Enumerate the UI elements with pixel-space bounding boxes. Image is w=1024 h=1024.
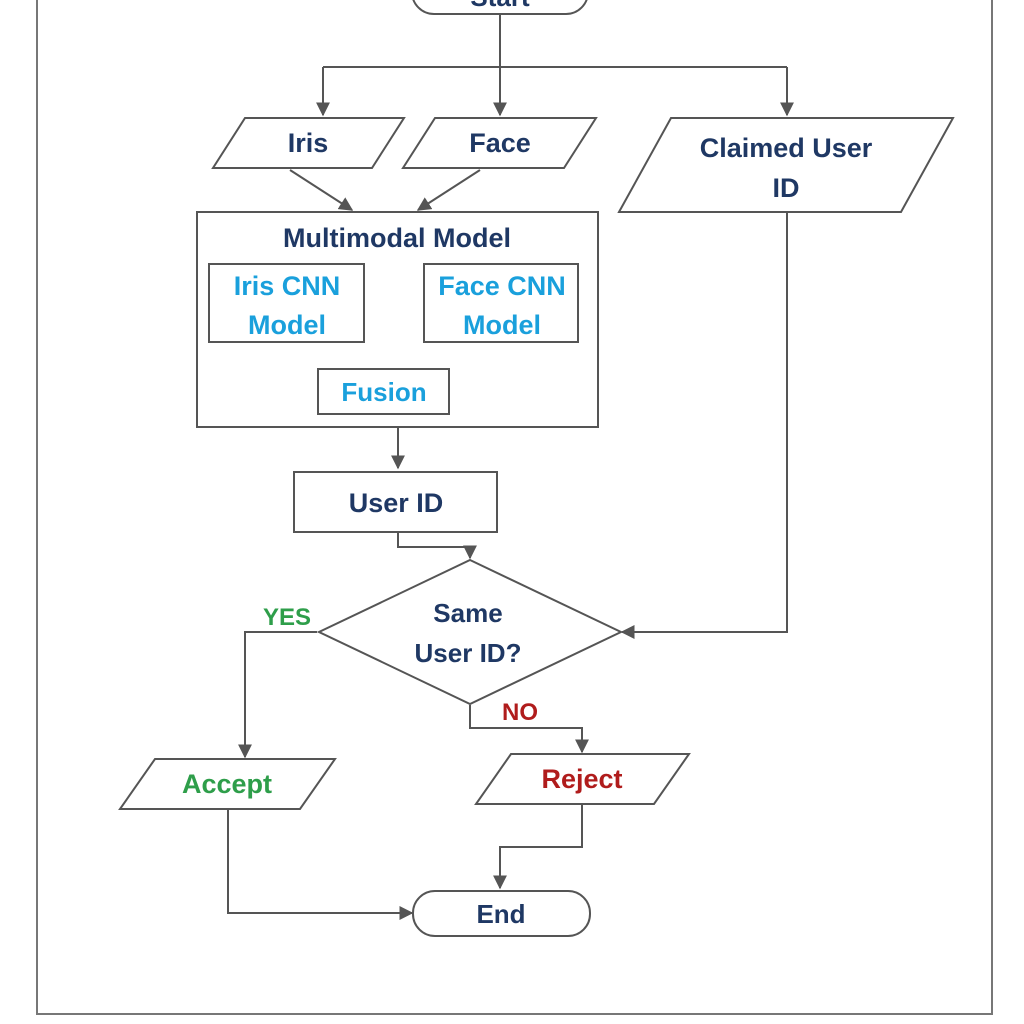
connector-claimed-decision xyxy=(620,213,788,639)
connector-face-model xyxy=(416,169,481,211)
outer-frame xyxy=(36,0,993,1015)
decision-node: Same User ID? xyxy=(316,558,624,706)
start-label: Start xyxy=(470,0,530,12)
multimodal-model-title: Multimodal Model xyxy=(283,223,511,253)
reject-node: Reject xyxy=(474,753,691,805)
no-label: NO xyxy=(502,699,538,726)
iris-cnn-node: Iris CNN Model xyxy=(208,263,365,343)
reject-label: Reject xyxy=(541,764,622,794)
yes-label: YES xyxy=(263,604,311,631)
decision-label-line2: User ID? xyxy=(415,638,522,668)
connector-reject-end xyxy=(493,803,583,890)
connector-accept-end xyxy=(227,807,414,920)
connector-userid-decision xyxy=(397,532,477,560)
end-node: End xyxy=(412,890,591,937)
face-cnn-label-line1: Face CNN xyxy=(438,271,566,301)
decision-label-line1: Same xyxy=(433,598,502,628)
iris-input-node: Iris xyxy=(211,117,406,169)
fusion-label: Fusion xyxy=(341,377,426,407)
iris-cnn-label-line1: Iris CNN xyxy=(234,271,341,301)
fusion-node: Fusion xyxy=(317,368,450,415)
end-label: End xyxy=(476,899,525,929)
claimed-user-id-node: Claimed User ID xyxy=(617,117,955,213)
iris-cnn-label-line2: Model xyxy=(248,310,326,340)
connectors xyxy=(227,14,794,920)
connector-decision-accept xyxy=(238,631,317,759)
connector-decision-reject xyxy=(469,705,589,754)
user-id-label: User ID xyxy=(349,488,444,518)
user-id-node: User ID xyxy=(293,471,498,533)
face-cnn-node: Face CNN Model xyxy=(423,263,579,343)
face-input-node: Face xyxy=(401,117,598,169)
claimed-id-label-line2: ID xyxy=(773,173,800,203)
connector-iris-model xyxy=(289,169,354,211)
iris-input-label: Iris xyxy=(288,128,329,158)
face-input-label: Face xyxy=(469,128,531,158)
start-node: Start xyxy=(412,0,588,15)
claimed-id-label-line1: Claimed User xyxy=(700,133,873,163)
face-cnn-label-line2: Model xyxy=(463,310,541,340)
accept-node: Accept xyxy=(118,758,337,810)
accept-label: Accept xyxy=(182,769,272,799)
